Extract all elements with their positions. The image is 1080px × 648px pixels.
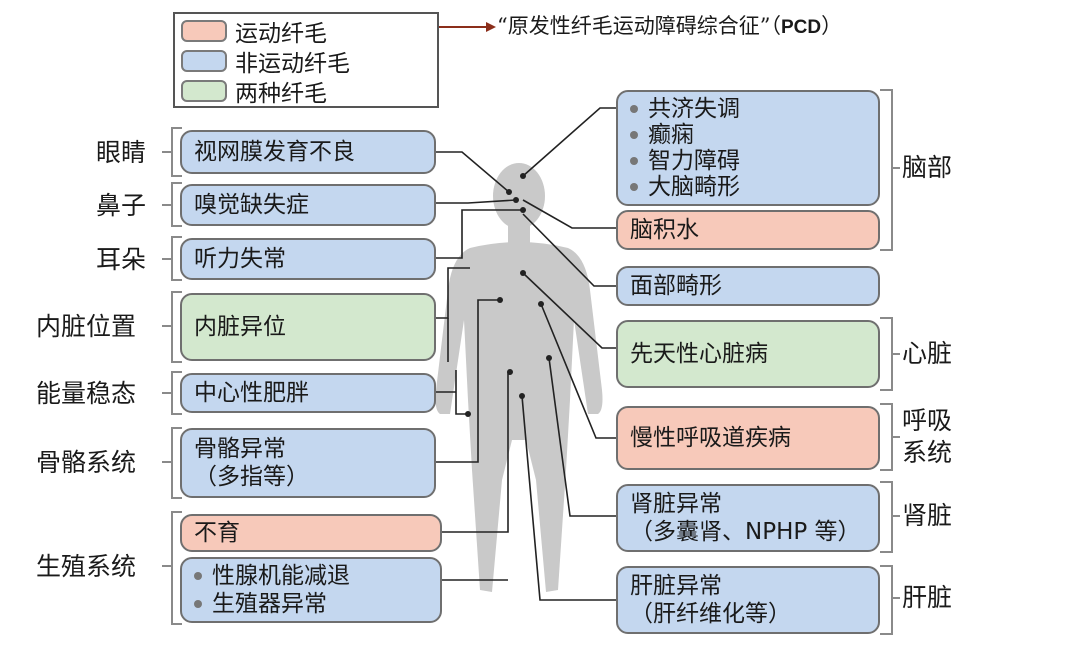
label-ear: 耳朵 [96,245,147,274]
box-skeletal-line2: （多指等） [194,464,309,490]
legend-item-both: 两种纤毛 [181,77,327,107]
box-hearing-loss: 听力失常 [180,238,436,280]
legend-label-motile: 运动纤毛 [235,21,327,47]
legend-item-motile: 运动纤毛 [181,17,327,47]
box-anosmia-text: 嗅觉缺失症 [194,192,309,218]
box-skeletal-line1: 骨骼异常 [194,436,286,462]
box-infertility-text: 不育 [194,520,240,546]
legend-swatch-both [181,80,227,102]
pcd-note-close: ） [821,14,843,38]
legend-label-nonmotile: 非运动纤毛 [235,51,350,77]
label-nose: 鼻子 [96,191,147,220]
box-central-obesity: 中心性肥胖 [180,373,436,413]
box-brain-disorders: 共济失调 癫痫 智力障碍 大脑畸形 [616,90,880,206]
bullet-dot [194,600,202,608]
label-kidney: 肾脏 [902,501,953,530]
box-central-obesity-text: 中心性肥胖 [194,380,309,406]
brain-item: 共济失调 [630,96,866,122]
brain-item: 癫痫 [630,122,866,148]
box-retinal-dysplasia-text: 视网膜发育不良 [194,139,355,165]
bullet-dot [194,572,202,580]
box-situs-inversus: 内脏异位 [180,293,436,361]
bullet-dot [630,157,638,165]
box-facial-malformation-text: 面部畸形 [630,273,722,299]
box-reproductive-abnormality: 性腺机能减退 生殖器异常 [180,557,442,623]
box-facial-malformation: 面部畸形 [616,266,880,306]
pcd-abbr: PCD [780,17,822,38]
box-kidney-line2: （多囊肾、NPHP 等） [630,519,861,545]
repro-item-text: 性腺机能减退 [212,563,350,589]
box-anosmia: 嗅觉缺失症 [180,184,436,226]
label-respiratory-line1: 呼吸 [902,406,953,435]
box-liver-line2: （肝纤维化等） [630,601,791,627]
bullet-dot [630,183,638,191]
box-retinal-dysplasia: 视网膜发育不良 [180,130,436,174]
brain-item-text: 共济失调 [648,96,740,122]
label-liver: 肝脏 [902,583,953,612]
repro-item: 生殖器异常 [194,590,428,618]
label-eye: 眼睛 [96,138,147,167]
box-infertility: 不育 [180,514,442,552]
label-viscera: 内脏位置 [36,312,137,341]
label-skeleton: 骨骼系统 [36,448,137,477]
bullet-dot [630,131,638,139]
box-hydrocephalus: 脑积水 [616,210,880,250]
label-reproductive: 生殖系统 [36,552,137,581]
repro-item-text: 生殖器异常 [212,591,327,617]
brain-item: 大脑畸形 [630,174,866,200]
box-chd-text: 先天性心脏病 [630,341,768,367]
legend-swatch-nonmotile [181,50,227,72]
box-liver-abnormality: 肝脏异常 （肝纤维化等） [616,566,880,634]
legend-swatch-motile [181,20,227,42]
box-respiratory-text: 慢性呼吸道疾病 [630,425,791,451]
box-hydrocephalus-text: 脑积水 [630,217,699,243]
brain-item-text: 智力障碍 [648,148,740,174]
brain-item-text: 大脑畸形 [648,174,740,200]
box-kidney-line1: 肾脏异常 [630,491,722,517]
brain-item: 智力障碍 [630,148,866,174]
box-congenital-heart-disease: 先天性心脏病 [616,320,880,388]
box-situs-inversus-text: 内脏异位 [194,314,286,340]
pcd-note-text: “原发性纤毛运动障碍综合征”（ [497,14,781,38]
label-heart: 心脏 [902,339,953,368]
bullet-dot [630,105,638,113]
label-respiratory-line2: 系统 [902,438,953,467]
legend-item-nonmotile: 非运动纤毛 [181,47,350,77]
legend-label-both: 两种纤毛 [235,81,327,107]
label-energy: 能量稳态 [36,379,137,408]
brain-item-text: 癫痫 [648,122,694,148]
box-hearing-loss-text: 听力失常 [194,246,286,272]
box-kidney-abnormality: 肾脏异常 （多囊肾、NPHP 等） [616,484,880,552]
label-brain: 脑部 [902,153,953,182]
box-skeletal-abnormality: 骨骼异常 （多指等） [180,428,436,498]
box-liver-line1: 肝脏异常 [630,573,722,599]
legend: 运动纤毛 非运动纤毛 两种纤毛 [173,12,439,108]
pcd-note: “原发性纤毛运动障碍综合征”（PCD） [497,10,842,40]
repro-item: 性腺机能减退 [194,562,428,590]
box-chronic-respiratory-disease: 慢性呼吸道疾病 [616,406,880,470]
